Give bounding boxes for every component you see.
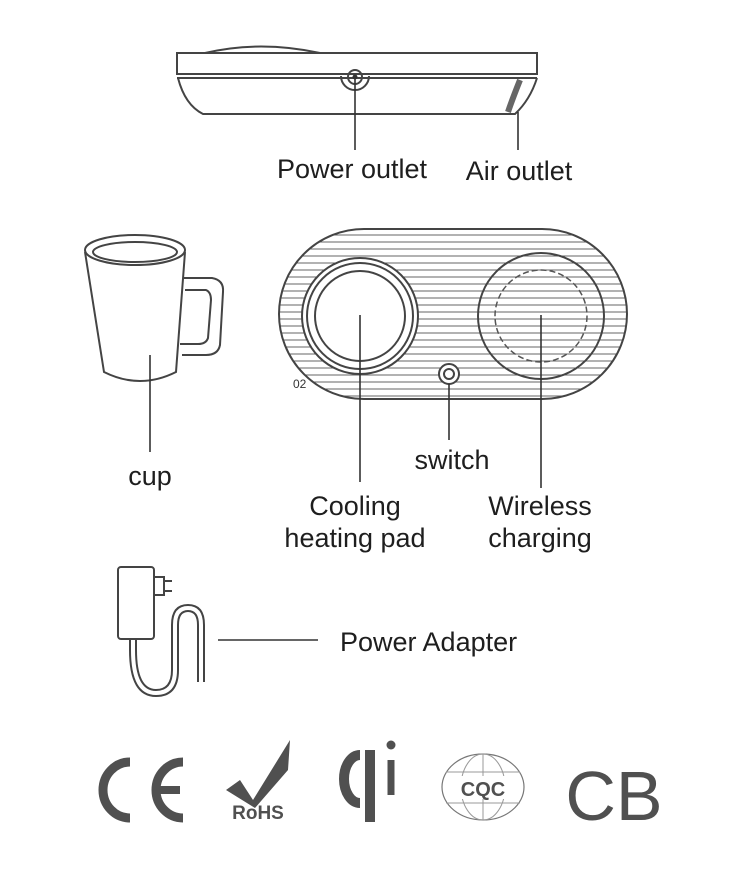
cqc-logo: CQC: [441, 753, 525, 821]
ce-logo: [98, 757, 184, 823]
wireless-label-line1: Wireless: [488, 491, 592, 521]
cup-illustration: [84, 234, 225, 452]
model-mark: 02: [293, 377, 307, 391]
switch-label: switch: [414, 445, 489, 475]
power-adapter-illustration: [117, 566, 318, 698]
rohs-logo: RoHS: [226, 740, 290, 824]
power-outlet-label: Power outlet: [277, 154, 428, 184]
svg-text:CQC: CQC: [461, 779, 505, 801]
switch-icon: [438, 363, 460, 385]
power-adapter-label: Power Adapter: [340, 627, 517, 657]
cb-logo: CB: [565, 757, 662, 835]
pad-top-view: 02: [278, 228, 628, 488]
cup-label: cup: [128, 461, 172, 491]
cooling-label-line1: Cooling: [309, 491, 401, 521]
cooling-label-line2: heating pad: [284, 523, 425, 553]
certification-logos: RoHS CQC CB: [98, 740, 663, 835]
air-outlet-label: Air outlet: [466, 156, 573, 186]
wireless-label-line2: charging: [488, 523, 592, 553]
svg-text:RoHS: RoHS: [232, 803, 284, 824]
qi-logo: [339, 740, 396, 822]
device-side-view: [176, 45, 538, 150]
svg-text:CB: CB: [565, 757, 662, 835]
